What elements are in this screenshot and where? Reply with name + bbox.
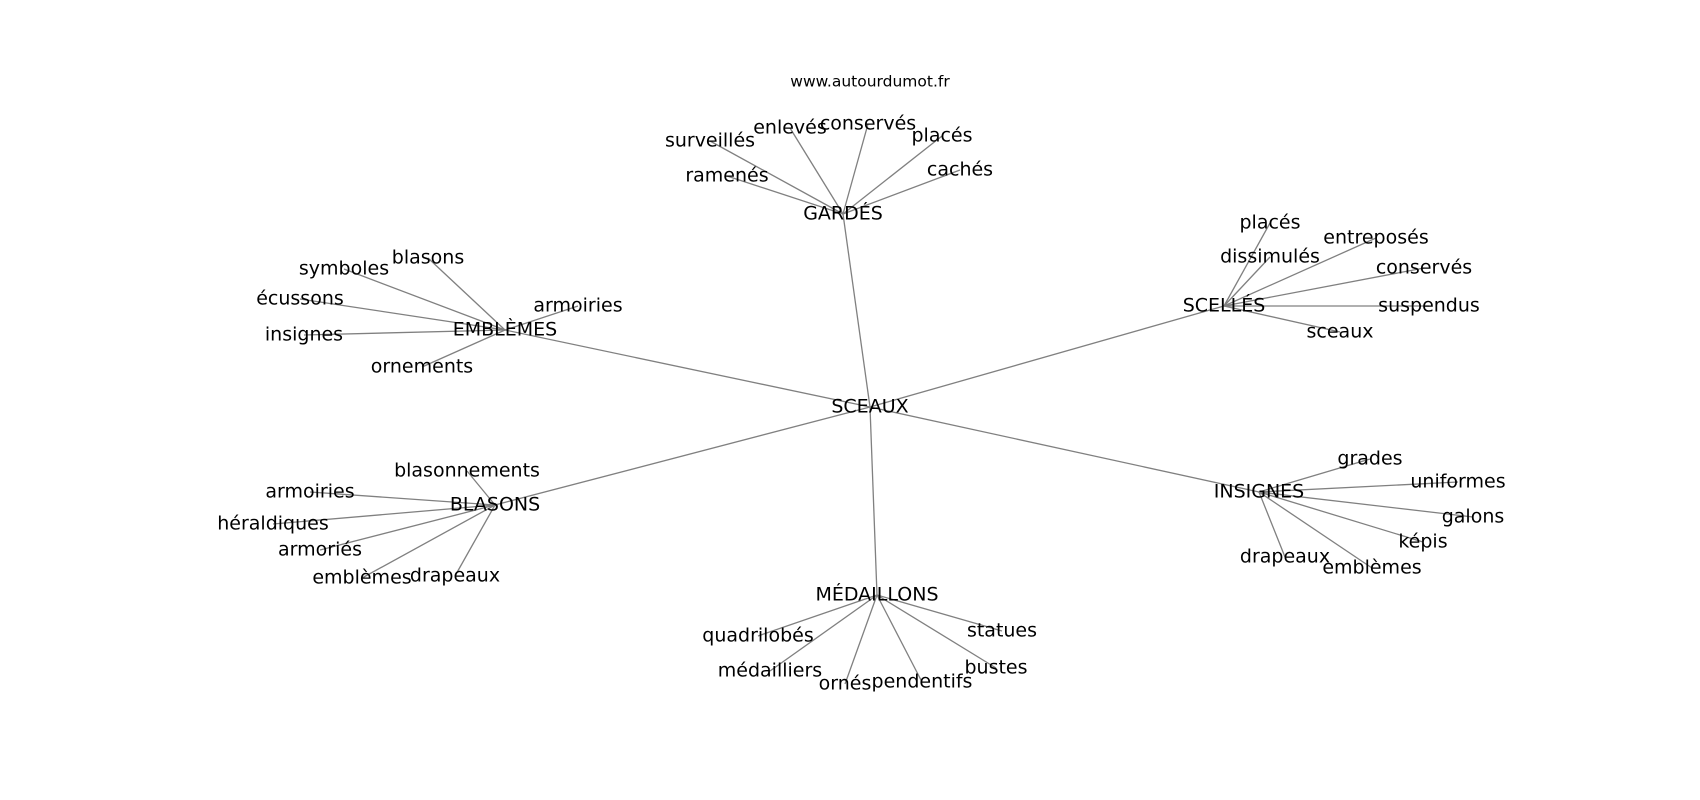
neighbor-word: armoiries: [533, 295, 622, 317]
cluster-word: SCELLÉS: [1183, 294, 1266, 317]
cluster-word: MÉDAILLONS: [815, 583, 938, 606]
neighbor-word: grades: [1337, 448, 1402, 470]
neighbor-word: insignes: [265, 324, 343, 346]
neighbor-edge: [842, 135, 943, 215]
neighbor-edge: [421, 329, 506, 368]
neighbor-edge: [466, 470, 496, 506]
neighbor-edge: [1223, 256, 1271, 307]
cluster-word: GARDÉS: [803, 202, 883, 225]
center-edge: [842, 213, 871, 408]
neighbor-word: armoiries: [265, 481, 354, 503]
neighbor-edge: [842, 169, 961, 215]
neighbor-word: emblèmes: [1322, 557, 1421, 579]
neighbor-word: cachés: [927, 159, 993, 181]
neighbor-edge: [319, 504, 496, 551]
neighbor-word: quadrilobés: [702, 625, 813, 647]
center-edge: [869, 406, 1260, 493]
neighbor-edge: [1258, 481, 1459, 493]
graph-labels: www.autourdumot.fr surveillésenlevéscons…: [217, 73, 1505, 695]
neighbor-edge: [789, 127, 844, 215]
neighbor-edge: [1258, 458, 1371, 493]
cluster-word: EMBLÈMES: [453, 318, 557, 341]
neighbor-word: bustes: [964, 657, 1027, 679]
neighbor-word: blasons: [392, 247, 464, 269]
neighbor-edge: [427, 257, 506, 331]
center-edge: [869, 406, 878, 596]
neighbor-edge: [272, 504, 496, 525]
neighbor-edge: [842, 123, 869, 215]
neighbor-edge: [1223, 222, 1271, 307]
neighbor-edge: [303, 329, 506, 336]
neighbor-edge: [876, 594, 1003, 632]
neighbor-word: placés: [1239, 212, 1300, 234]
neighbor-word: conservés: [1376, 257, 1472, 279]
neighbor-word: entreposés: [1323, 227, 1428, 249]
neighbor-edge: [876, 594, 923, 683]
neighbor-word: képis: [1398, 531, 1447, 553]
neighbor-word: ramenés: [685, 165, 768, 187]
neighbor-word: emblèmes: [312, 567, 411, 589]
neighbor-edge: [769, 594, 878, 672]
neighbor-edge: [1258, 491, 1474, 518]
neighbor-word: ornements: [371, 356, 473, 378]
neighbor-word: uniformes: [1410, 471, 1505, 493]
neighbor-edge: [844, 594, 878, 685]
neighbor-word: ornés: [819, 673, 872, 695]
cluster-word: BLASONS: [450, 494, 540, 516]
neighbor-edge: [1223, 267, 1425, 307]
neighbor-word: armoriés: [278, 539, 362, 561]
graph-edges: [272, 123, 1474, 685]
neighbor-word: sceaux: [1307, 321, 1374, 343]
neighbor-word: statues: [967, 620, 1037, 642]
neighbor-word: placés: [911, 125, 972, 147]
center-edge: [504, 329, 871, 408]
neighbor-edge: [1258, 491, 1286, 558]
neighbor-edge: [343, 268, 506, 331]
neighbor-word: pendentifs: [872, 671, 973, 693]
center-word: SCEAUX: [831, 396, 908, 418]
neighbor-edge: [361, 504, 496, 579]
neighbor-edge: [309, 491, 496, 506]
neighbor-edge: [299, 298, 506, 331]
neighbor-word: blasonnements: [394, 460, 540, 482]
neighbor-word: médailliers: [718, 660, 822, 682]
neighbor-word: écussons: [256, 288, 344, 310]
neighbor-word: suspendus: [1378, 295, 1480, 317]
neighbor-edge: [504, 305, 579, 331]
neighbor-edge: [1223, 237, 1377, 307]
neighbor-edge: [726, 175, 844, 215]
neighbor-word: surveillés: [665, 130, 755, 152]
neighbor-edge: [709, 140, 844, 215]
neighbor-edge: [876, 594, 997, 669]
neighbor-word: drapeaux: [410, 565, 500, 587]
neighbor-word: symboles: [299, 258, 389, 280]
neighbor-word: conservés: [820, 113, 916, 135]
neighbor-word: héraldiques: [217, 513, 329, 535]
neighbor-edge: [757, 594, 878, 637]
neighbor-word: enlevés: [753, 117, 827, 139]
neighbor-edge: [454, 504, 496, 577]
center-edge: [869, 305, 1225, 408]
source-watermark: www.autourdumot.fr: [790, 73, 950, 91]
neighbor-edge: [1258, 491, 1373, 569]
neighbor-word: drapeaux: [1240, 546, 1330, 568]
center-edge: [494, 406, 871, 506]
neighbor-edge: [1223, 305, 1341, 333]
neighbor-edge: [1258, 491, 1424, 543]
cluster-word: INSIGNES: [1214, 481, 1304, 503]
neighbor-word: galons: [1442, 506, 1505, 528]
neighbor-word: dissimulés: [1220, 246, 1320, 268]
